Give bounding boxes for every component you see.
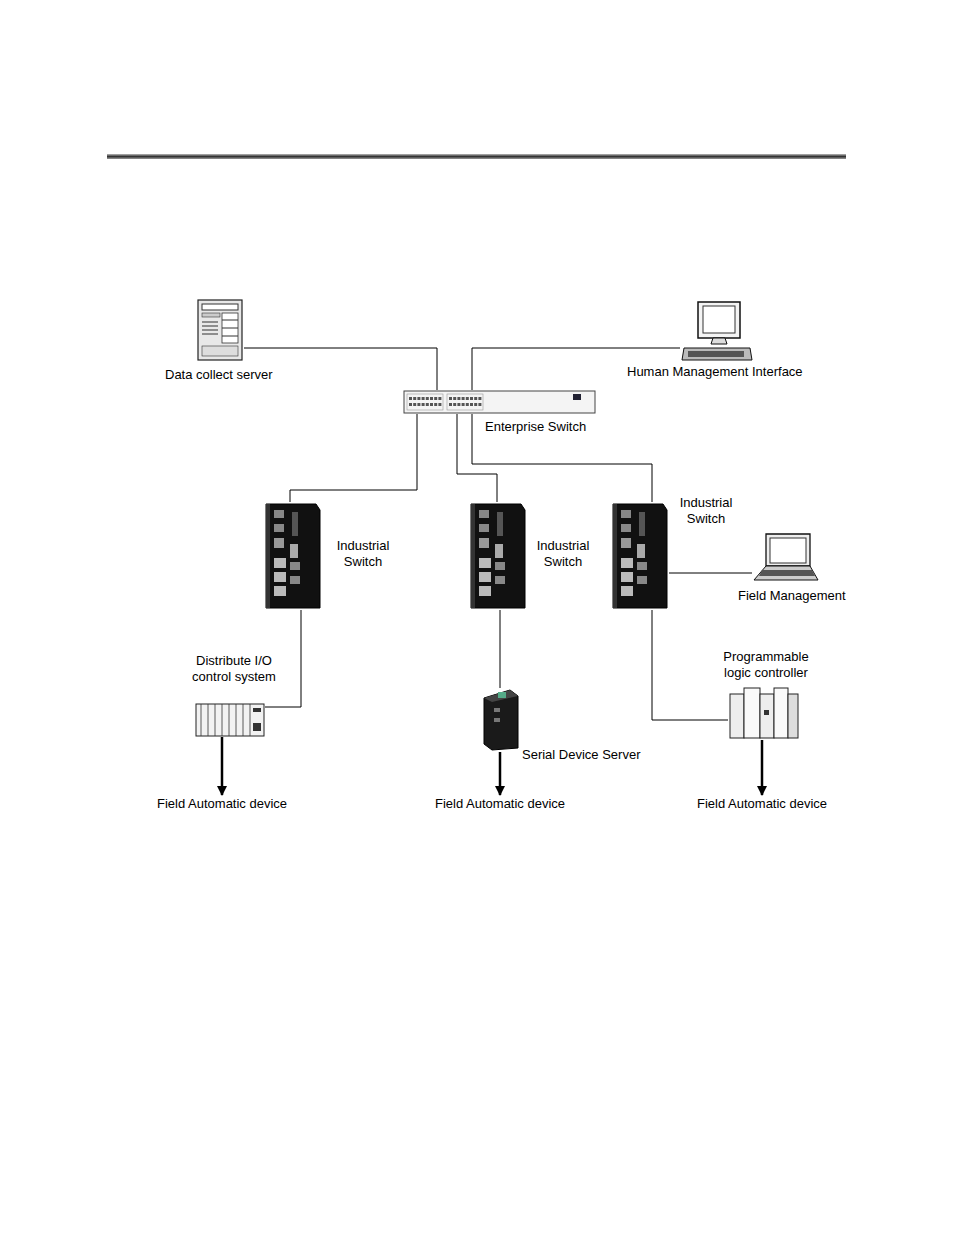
laptop-icon: Field Management (752, 532, 820, 582)
field-device-text: Field Automatic device (435, 796, 565, 811)
sds-graphic (480, 688, 520, 752)
plc-graphic (728, 684, 800, 740)
industrial-switch: Industrial Switch (262, 502, 322, 610)
iswitch-graphic (467, 502, 527, 610)
device-label: Data collect server (165, 367, 273, 383)
field-device-label: Field Automatic device (433, 795, 567, 813)
signal-arrow (499, 752, 502, 795)
field-device-text: Field Automatic device (157, 796, 287, 811)
io-system-icon: Distribute I/O control system (195, 703, 265, 737)
device-label: Distribute I/O control system (182, 653, 286, 685)
iswitch-graphic (262, 502, 322, 610)
device-label: Serial Device Server (522, 747, 641, 763)
device-label: Enterprise Switch (485, 419, 586, 435)
workstation-icon: Human Management Interface (680, 300, 754, 362)
iswitch-graphic (609, 502, 669, 610)
eswitch-graphic (403, 390, 596, 414)
server-graphic (196, 298, 244, 362)
device-label: Industrial Switch (328, 538, 398, 570)
device-label: Industrial Switch (528, 538, 598, 570)
network-link (472, 414, 652, 502)
network-link (290, 414, 417, 502)
industrial-switch: Industrial Switch (609, 502, 669, 610)
industrial-switch: Industrial Switch (467, 502, 527, 610)
signal-arrow (221, 737, 224, 795)
laptop-graphic (752, 532, 820, 582)
field-device-label: Field Automatic device (155, 795, 289, 813)
header-rule (107, 154, 846, 159)
monitor-graphic (680, 300, 754, 362)
device-label: Industrial Switch (671, 495, 741, 527)
plc-icon: Programmable logic controller (728, 684, 800, 740)
dio-graphic (195, 703, 265, 737)
network-link (500, 610, 501, 688)
network-link (244, 348, 437, 390)
device-label: Human Management Interface (627, 364, 803, 380)
device-label: Field Management (738, 588, 846, 604)
field-device-label: Field Automatic device (695, 795, 829, 813)
server-icon: Data collect server (196, 298, 244, 362)
network-link (652, 610, 728, 720)
device-label: Programmable logic controller (712, 649, 820, 681)
enterprise-switch: Enterprise Switch (403, 390, 596, 414)
network-link (669, 573, 752, 574)
field-device-text: Field Automatic device (697, 796, 827, 811)
signal-arrow (761, 740, 764, 795)
serial-server-icon: Serial Device Server (480, 688, 520, 752)
